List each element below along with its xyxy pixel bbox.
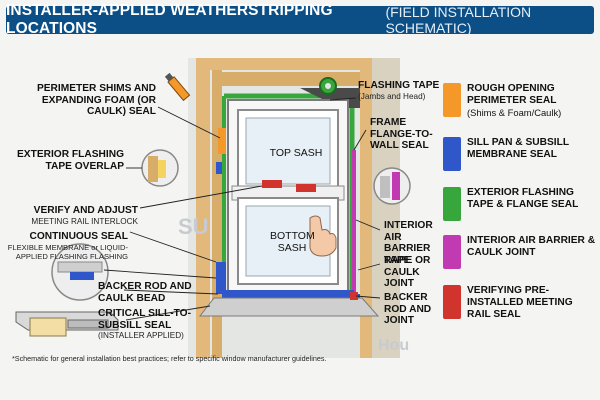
wall-wrap-print-2: Hou xyxy=(378,337,409,354)
top-sash-glass xyxy=(245,117,331,185)
legend-item-meeting-rail: VERIFYING PRE-INSTALLED MEETING RAIL SEA… xyxy=(443,285,596,321)
label-critical-sub: (INSTALLER APPLIED) xyxy=(98,331,184,340)
label-interior-air: INTERIOR AIR BARRIER TAPE xyxy=(384,220,433,266)
wall-sheathing-right xyxy=(372,58,400,358)
label-continuous: CONTINUOUS SEAL FLEXIBLE MEMBRANE or LIQ… xyxy=(4,231,128,261)
legend-title-5: VERIFYING PRE-INSTALLED MEETING RAIL SEA… xyxy=(467,285,573,320)
legend-title-1: ROUGH OPENING PERIMETER SEAL xyxy=(467,83,557,106)
sill-section-detail xyxy=(15,311,119,337)
title-sub: (FIELD INSTALLATION SCHEMATIC) xyxy=(385,4,532,36)
label-backer-left: BACKER ROD AND CAULK BEAD xyxy=(98,281,192,304)
legend-swatch-magenta xyxy=(443,235,461,269)
title-main: INSTALLER-APPLIED WEATHERSTRIPPING LOCAT… xyxy=(6,2,333,37)
legend-title-2: SILL PAN & SUBSILL MEMBRANE SEAL xyxy=(467,137,569,160)
stud-left xyxy=(196,58,210,358)
meeting-rail-seal-2 xyxy=(296,184,316,192)
label-critical-title: CRITICAL SILL-TO-SUBSILL SEAL xyxy=(98,308,192,331)
stud-right xyxy=(360,58,372,358)
label-flashing-tape: FLASHING TAPE (Jambs and Head) xyxy=(358,80,442,101)
legend-swatch-red xyxy=(443,285,461,319)
label-frame-flange: FRAME FLANGE-TO-WALL SEAL xyxy=(370,117,433,151)
label-continuous-sub: FLEXIBLE MEMBRANE or LIQUID-APPLIED FLAS… xyxy=(7,242,128,261)
header xyxy=(222,72,360,86)
label-flashing-tape-title: FLASHING TAPE xyxy=(358,80,440,91)
legend-item-interior-air: INTERIOR AIR BARRIER & CAULK JOINT xyxy=(443,235,596,269)
title-banner: INSTALLER-APPLIED WEATHERSTRIPPING LOCAT… xyxy=(6,2,594,37)
meeting-rail-seal-1 xyxy=(262,180,282,188)
wall-wrap-print-1: SU xyxy=(178,214,209,239)
label-perimeter-seal: PERIMETER SHIMS AND EXPANDING FOAM (OR C… xyxy=(36,83,156,117)
label-flashing-tape-sub: (Jambs and Head) xyxy=(358,91,426,101)
legend-swatch-orange xyxy=(443,83,461,117)
orange-perimeter-seal xyxy=(218,128,226,154)
bottom-sash-label: BOTTOM SASH xyxy=(270,230,315,254)
label-exterior-tape: EXTERIOR FLASHING TAPE OVERLAP xyxy=(17,149,124,172)
label-rape-caulk: RAPE OR CAULK JOINT xyxy=(384,255,431,289)
blue-jamb-marker xyxy=(216,162,222,174)
legend: ROUGH OPENING PERIMETER SEAL (Shims & Fo… xyxy=(443,83,596,341)
footnote: *Schematic for general installation best… xyxy=(12,354,327,363)
label-verify-sub: MEETING RAIL INTERLOCK xyxy=(31,216,138,226)
legend-item-rough-opening: ROUGH OPENING PERIMETER SEAL (Shims & Fo… xyxy=(443,83,596,118)
legend-swatch-blue xyxy=(443,137,461,171)
label-continuous-title: CONTINUOUS SEAL xyxy=(29,231,128,242)
exterior-sill xyxy=(198,297,380,317)
sill-corner-seal xyxy=(350,292,358,300)
stud-left-2 xyxy=(212,58,222,358)
top-sash-label: TOP SASH xyxy=(269,147,323,159)
legend-item-exterior-tape: EXTERIOR FLASHING TAPE & FLANGE SEAL xyxy=(443,187,596,221)
label-backer-right: BACKER ROD AND JOINT xyxy=(384,292,432,326)
legend-title-3: EXTERIOR FLASHING TAPE & FLANGE SEAL xyxy=(467,187,579,210)
legend-item-sill-pan: SILL PAN & SUBSILL MEMBRANE SEAL xyxy=(443,137,596,171)
foam-can-icon xyxy=(164,72,191,102)
legend-sub-1: (Shims & Foam/Caulk) xyxy=(467,107,562,118)
legend-title-4: INTERIOR AIR BARRIER & CAULK JOINT xyxy=(467,235,596,258)
label-verify-title: VERIFY AND ADJUST xyxy=(33,205,138,216)
top-plate xyxy=(210,58,372,70)
label-verify: VERIFY AND ADJUST MEETING RAIL INTERLOCK xyxy=(4,205,138,226)
sill-pan-bottom xyxy=(222,290,354,298)
legend-swatch-green xyxy=(443,187,461,221)
hand-icon xyxy=(309,215,337,257)
label-critical: CRITICAL SILL-TO-SUBSILL SEAL (INSTALLER… xyxy=(98,308,198,341)
